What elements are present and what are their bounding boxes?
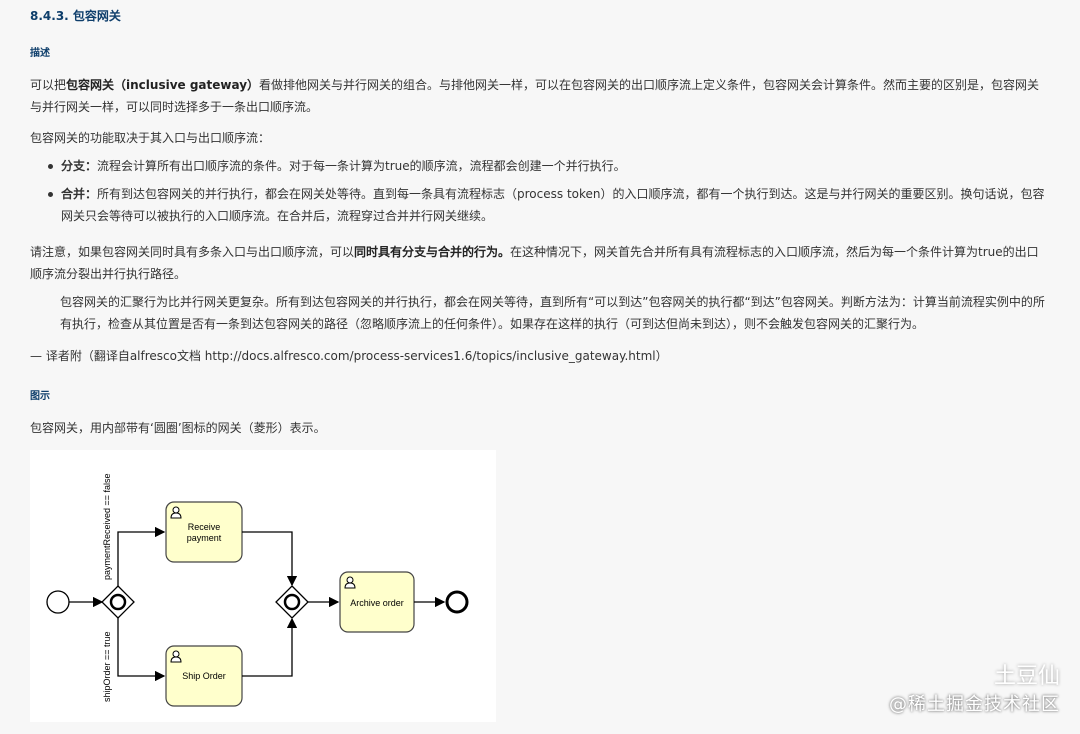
watermark: @稀土掘金技术社区 xyxy=(889,694,1060,715)
section-title: 8.4.3. 包容网关 xyxy=(30,9,121,23)
bullet-list: 分支：流程会计算所有出口顺序流的条件。对于每一条计算为true的顺序流，流程都会… xyxy=(48,155,1053,227)
start-event-icon xyxy=(46,590,70,614)
paragraph-note: 请注意，如果包容网关同时具有多条入口与出口顺序流，可以同时具有分支与合并的行为。… xyxy=(30,245,1039,281)
task-archive-label: Archive order xyxy=(350,598,404,608)
paragraph-intro: 可以把包容网关（inclusive gateway）看做排他网关与并行网关的组合… xyxy=(30,78,1040,114)
inclusive-gateway-join-icon xyxy=(275,585,309,619)
sequence-flow-top xyxy=(117,526,166,586)
condition-label-top: paymentReceived == false xyxy=(102,473,112,580)
user-icon xyxy=(170,506,182,519)
sequence-flow xyxy=(242,617,298,677)
user-icon xyxy=(170,650,182,663)
sequence-flow xyxy=(242,531,298,587)
paragraph-figure: 包容网关，用内部带有‘圆圈’图标的网关（菱形）表示。 xyxy=(30,421,326,435)
figure-heading: 图示 xyxy=(30,391,50,402)
inclusive-gateway-split-icon xyxy=(101,585,135,619)
task-archive-order: Archive order xyxy=(339,571,415,633)
translator-quote: 包容网关的汇聚行为比并行网关更复杂。所有到达包容网关的并行执行，都会在网关等待，… xyxy=(60,295,1045,331)
description-heading: 描述 xyxy=(30,48,50,59)
watermark-logo: 土豆仙 xyxy=(993,664,1060,689)
condition-label-bottom: shipOrder == true xyxy=(102,631,112,702)
task-receive-payment: Receive payment xyxy=(165,501,243,563)
list-item: 合并：所有到达包容网关的并行执行，都会在网关处等待。直到每一条具有流程标志（pr… xyxy=(48,183,1053,227)
task-ship-label: Ship Order xyxy=(182,671,226,681)
end-event-icon xyxy=(445,590,469,614)
paragraph-function: 包容网关的功能取决于其入口与出口顺序流： xyxy=(30,131,271,145)
list-item: 分支：流程会计算所有出口顺序流的条件。对于每一条计算为true的顺序流，流程都会… xyxy=(48,155,1053,177)
user-icon xyxy=(344,576,356,589)
bpmn-diagram: paymentReceived == false shipOrder == tr… xyxy=(30,450,496,722)
bold-term: 包容网关（inclusive gateway） xyxy=(66,78,260,92)
attribution: — 译者附（翻译自alfresco文档 http://docs.alfresco… xyxy=(30,349,668,363)
task-receive-label-2: payment xyxy=(187,533,222,543)
task-ship-order: Ship Order xyxy=(165,645,243,707)
sequence-flow-bottom xyxy=(117,618,166,682)
task-receive-label-1: Receive xyxy=(188,522,221,532)
